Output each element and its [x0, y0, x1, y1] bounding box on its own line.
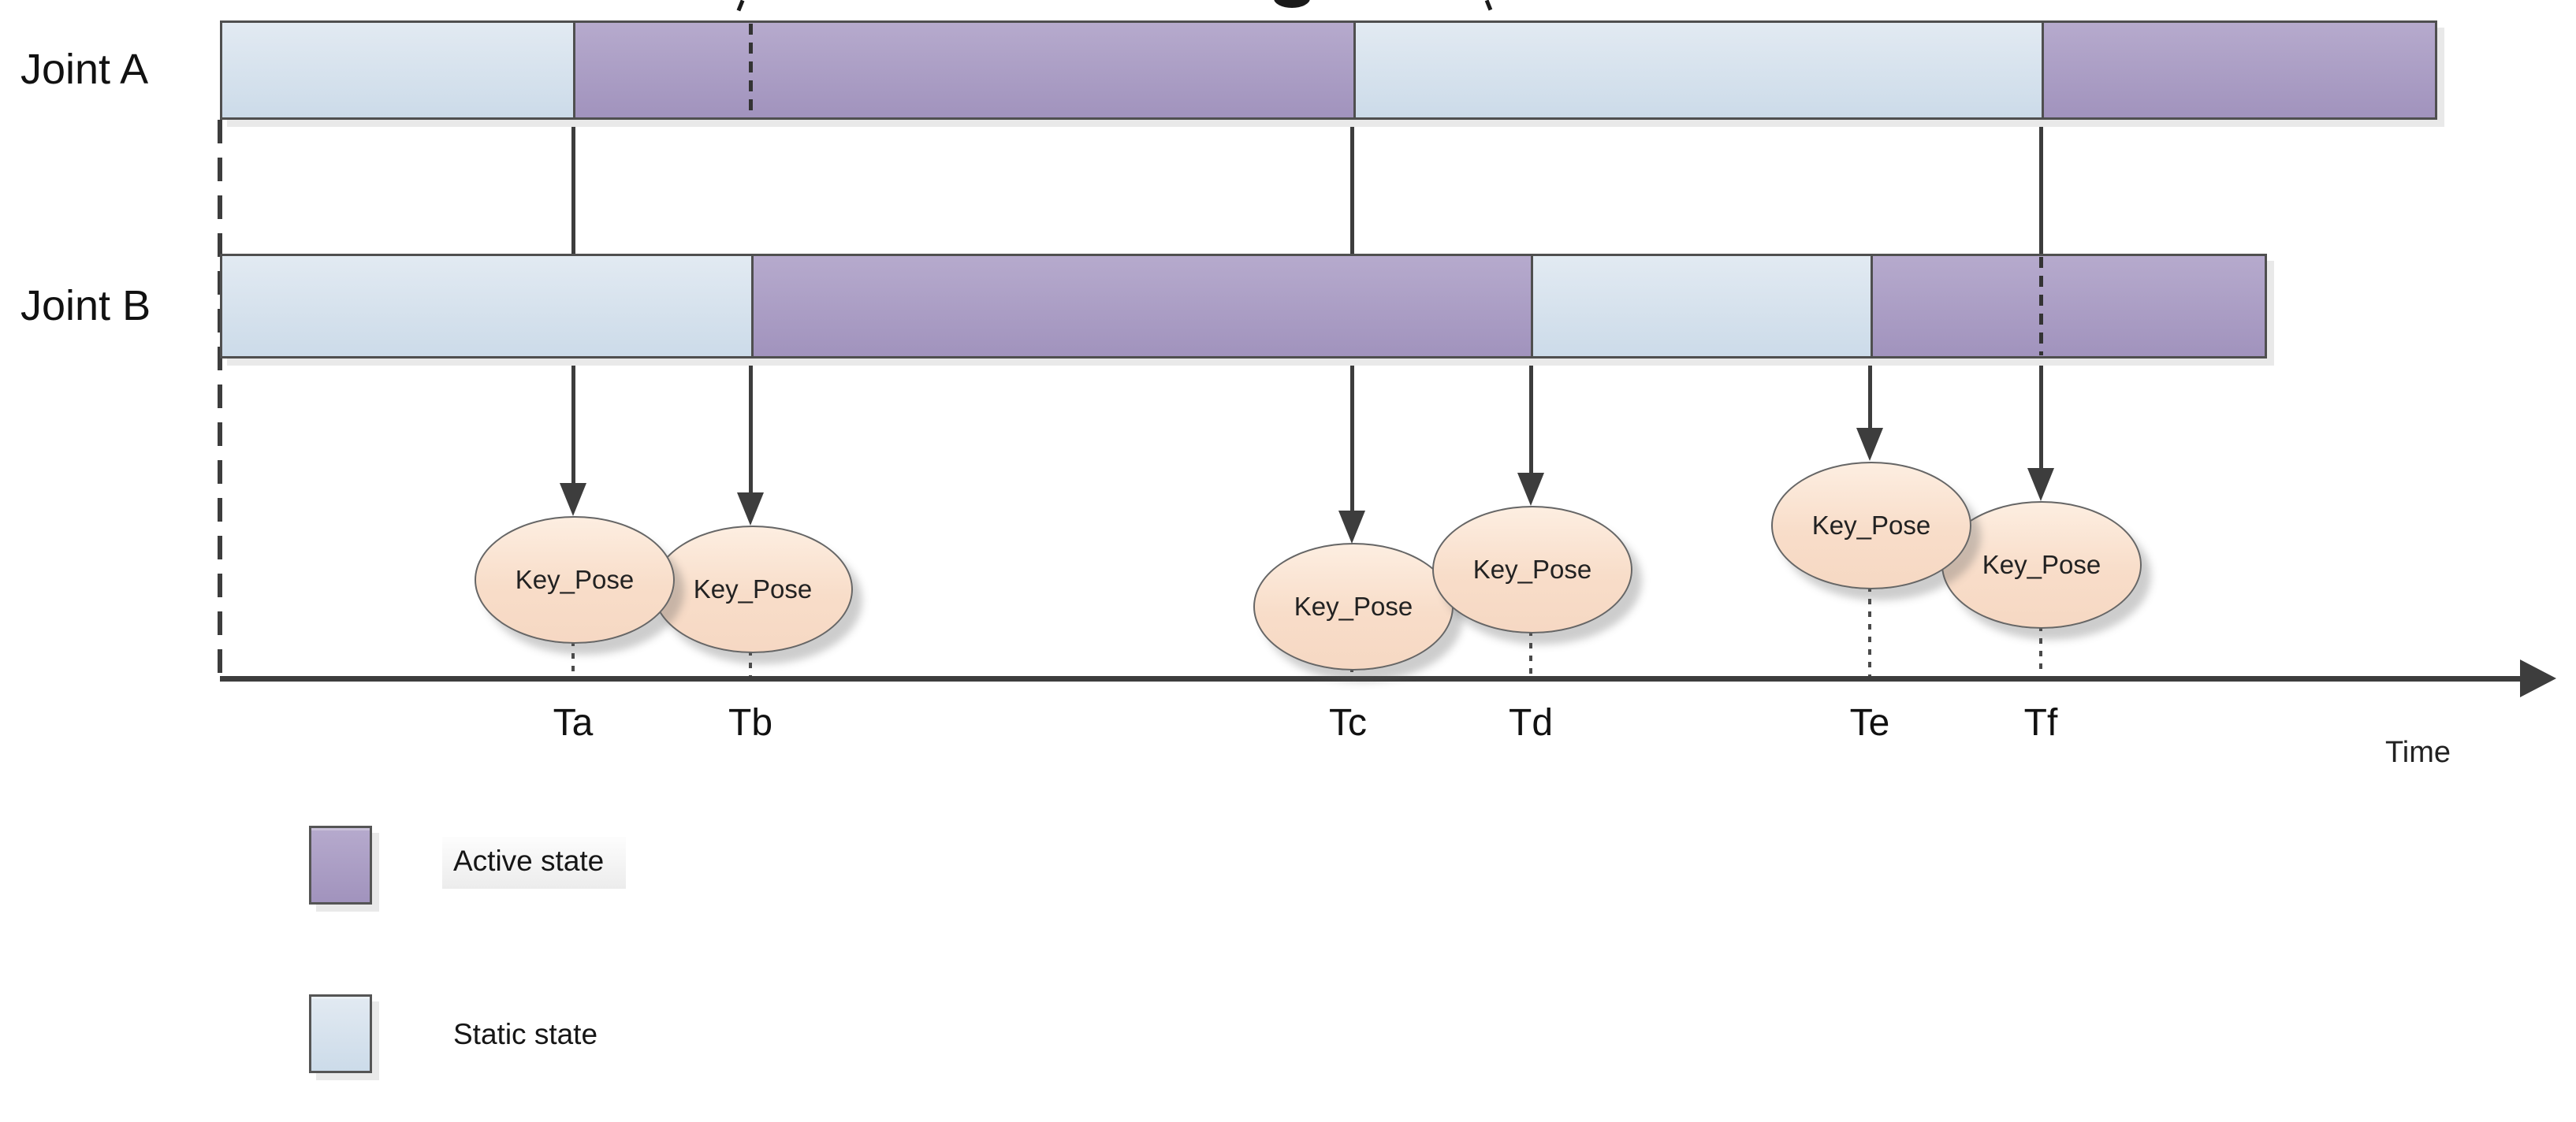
- key-pose-arrow-shaft: [1529, 359, 1533, 473]
- key-pose-arrowhead-icon: [1338, 511, 1365, 544]
- legend-label-active-state: Active state: [442, 837, 627, 889]
- joint-a-segment-active: [2042, 23, 2435, 117]
- key-pose-arrowhead-icon: [1856, 428, 1883, 461]
- tick-dotted-connector: [1350, 667, 1353, 676]
- state-change-dashed-line: [749, 24, 753, 117]
- state-change-dashed-line: [2039, 257, 2043, 355]
- tick-label-tb: Tb: [728, 702, 773, 744]
- key-pose-label: Key_Pose: [1294, 592, 1413, 621]
- time-axis-arrowhead-icon: [2520, 659, 2556, 697]
- joint-a-segment-active: [573, 23, 1356, 117]
- legend-swatch-static-state: [309, 994, 372, 1073]
- key-pose-label: Key_Pose: [1811, 511, 1931, 540]
- tick-dotted-connector: [1868, 586, 1871, 676]
- key-pose-arrowhead-icon: [2027, 468, 2054, 501]
- joint-b-segment-static: [1531, 256, 1873, 356]
- tick-label-ta: Ta: [553, 702, 594, 744]
- key-pose-arrow-shaft: [1868, 359, 1872, 428]
- legend-swatch-active-state: [309, 826, 372, 905]
- tick-label-tf: Tf: [2023, 702, 2058, 744]
- tick-dotted-connector: [571, 641, 575, 676]
- joint-b-segment-active: [751, 256, 1533, 356]
- cropped-title-remnant: [1484, 0, 1493, 11]
- time-axis-label: Time: [2385, 736, 2451, 769]
- key-pose-arrow-shaft: [2039, 120, 2043, 254]
- cropped-title-remnant: [736, 0, 745, 12]
- legend-label-static-state: Static state: [453, 1018, 598, 1050]
- joint-bar-b: [220, 254, 2267, 359]
- key-pose-label: Key_Pose: [1472, 555, 1592, 584]
- key-pose-arrow-shaft: [571, 359, 575, 483]
- key-pose-arrow-shaft: [2039, 359, 2043, 468]
- key-pose-ellipse: Key_Pose: [1253, 543, 1454, 671]
- key-pose-label: Key_Pose: [515, 565, 635, 594]
- key-pose-arrowhead-icon: [737, 492, 764, 526]
- key-pose-arrow-shaft: [1350, 120, 1354, 254]
- key-pose-arrowhead-icon: [560, 483, 586, 516]
- key-pose-ellipse: Key_Pose: [1432, 506, 1632, 633]
- tick-label-td: Td: [1508, 702, 1554, 744]
- joint-bar-a: [220, 20, 2437, 120]
- key-pose-ellipse: Key_Pose: [653, 526, 853, 653]
- key-pose-arrow-shaft: [749, 359, 753, 492]
- origin-dashed-line: [218, 120, 222, 676]
- time-axis-line: [220, 676, 2522, 682]
- tick-dotted-connector: [749, 650, 752, 676]
- tick-label-tc: Tc: [1329, 702, 1367, 744]
- key-pose-ellipse: Key_Pose: [475, 516, 675, 644]
- tick-dotted-connector: [1529, 630, 1532, 676]
- key-pose-ellipse: Key_Pose: [1941, 501, 2142, 629]
- joint-b-label: Joint B: [20, 282, 151, 329]
- joint-a-segment-static: [1353, 23, 2044, 117]
- cropped-title-remnant: [1274, 0, 1310, 8]
- tick-dotted-connector: [2039, 626, 2042, 676]
- joint-b-segment-active: [1871, 256, 2265, 356]
- key-pose-arrow-shaft: [1350, 359, 1354, 511]
- key-pose-label: Key_Pose: [1982, 550, 2101, 579]
- joint-a-label: Joint A: [20, 46, 149, 93]
- key-pose-arrowhead-icon: [1517, 473, 1544, 506]
- key-pose-ellipse: Key_Pose: [1771, 462, 1971, 589]
- key-pose-label: Key_Pose: [693, 574, 813, 604]
- key-pose-arrow-shaft: [571, 120, 575, 254]
- joint-b-segment-static: [222, 256, 751, 356]
- tick-label-te: Te: [1849, 702, 1890, 744]
- joint-a-segment-static: [222, 23, 573, 117]
